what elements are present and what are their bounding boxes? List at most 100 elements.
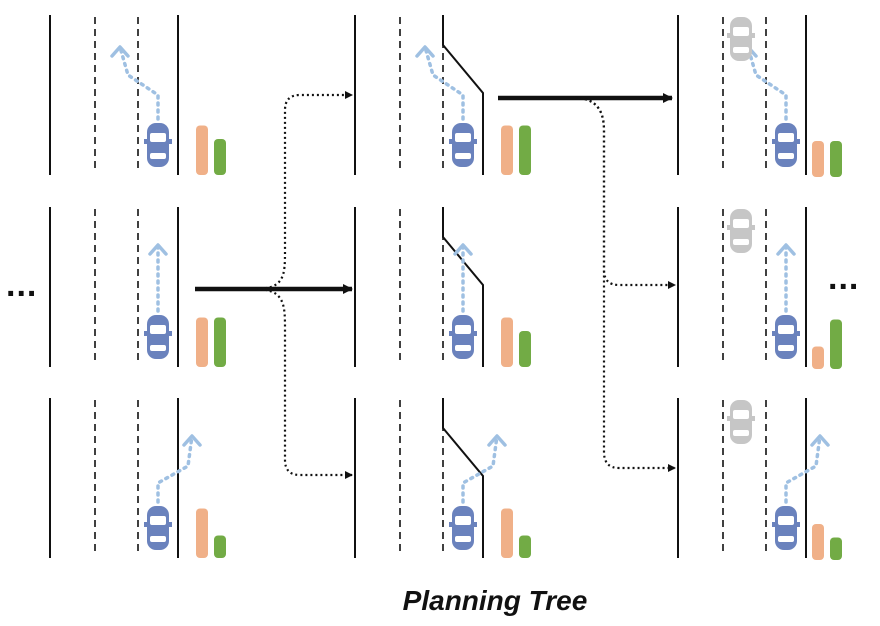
ego-car-mirror-l <box>144 331 147 336</box>
ego-car-mirror-l <box>772 139 775 144</box>
ego-trajectory-arrowhead <box>415 45 435 58</box>
ego-trajectory-arrowhead <box>453 243 473 256</box>
cost-bar-1 <box>812 141 824 177</box>
ego-car-rear-window <box>778 153 794 159</box>
scene-L1-top <box>49 15 226 175</box>
other-car-mirror-l <box>727 225 730 230</box>
ego-car-mirror-l <box>144 522 147 527</box>
scene-L2-top <box>354 15 531 175</box>
ego-car-rear-window <box>150 345 166 351</box>
other-car <box>727 209 755 253</box>
scene-L2-mid <box>354 207 531 367</box>
scene-L2-bottom <box>354 398 531 558</box>
cost-bar-2 <box>519 535 531 558</box>
ego-car-rear-window <box>778 345 794 351</box>
other-car-mirror-r <box>752 33 755 38</box>
other-car-windshield <box>733 410 749 419</box>
ego-trajectory-path <box>423 45 465 121</box>
ego-car-mirror-r <box>797 522 800 527</box>
ego-car-windshield <box>455 133 471 142</box>
ego-trajectory-path <box>156 434 194 504</box>
ego-car-body <box>775 506 797 550</box>
ego-car-body <box>147 315 169 359</box>
ego-car-mirror-l <box>772 522 775 527</box>
ego-car-mirror-l <box>449 331 452 336</box>
ego-car-windshield <box>778 325 794 334</box>
ego-car-rear-window <box>778 536 794 542</box>
ego-car-mirror-l <box>772 331 775 336</box>
cost-bar-2 <box>214 139 226 175</box>
ego-car-body <box>147 123 169 167</box>
other-car-mirror-l <box>727 33 730 38</box>
ego-car <box>772 123 800 167</box>
road-edge-right-merge <box>442 15 484 175</box>
ellipsis-right: ... <box>828 259 860 297</box>
scene-L3-bottom <box>677 398 842 560</box>
ego-car-mirror-r <box>169 331 172 336</box>
cost-bar-2 <box>519 331 531 367</box>
scene-L1-bottom <box>49 398 226 558</box>
ego-car <box>772 315 800 359</box>
other-car <box>727 17 755 61</box>
ego-car-rear-window <box>455 153 471 159</box>
ego-car-windshield <box>150 133 166 142</box>
ego-car-mirror-l <box>449 522 452 527</box>
cost-bar-2 <box>214 535 226 558</box>
other-car <box>727 400 755 444</box>
ego-car <box>772 506 800 550</box>
ego-car-windshield <box>778 133 794 142</box>
ego-car-body <box>147 506 169 550</box>
cost-bar-2 <box>830 319 842 369</box>
ego-car-mirror-r <box>474 139 477 144</box>
ego-car-body <box>452 123 474 167</box>
ego-car-rear-window <box>455 536 471 542</box>
edge-l2top-l3bottom <box>574 96 676 472</box>
scene-L3-mid <box>677 207 842 369</box>
other-car-body <box>730 17 752 61</box>
cost-bar-1 <box>196 508 208 558</box>
ego-car-mirror-r <box>797 331 800 336</box>
other-car-rear-window <box>733 239 749 245</box>
road-edge-right-merge <box>442 398 484 558</box>
ego-car-rear-window <box>150 153 166 159</box>
cost-bar-2 <box>519 125 531 175</box>
ego-car <box>144 315 172 359</box>
ego-car-rear-window <box>150 536 166 542</box>
cost-bar-1 <box>812 524 824 560</box>
cost-bar-1 <box>196 317 208 367</box>
other-car-windshield <box>733 219 749 228</box>
ego-car <box>144 123 172 167</box>
other-car-body <box>730 209 752 253</box>
cost-bar-2 <box>830 537 842 560</box>
ellipsis-left: ... <box>6 266 38 304</box>
ego-car-mirror-r <box>474 522 477 527</box>
edge-l1mid-l2top <box>254 91 353 291</box>
other-car-body <box>730 400 752 444</box>
cost-bar-1 <box>501 125 513 175</box>
ego-car-mirror-r <box>169 139 172 144</box>
ego-car <box>144 506 172 550</box>
cost-bar-1 <box>501 317 513 367</box>
ego-car-mirror-r <box>169 522 172 527</box>
cost-bar-1 <box>501 508 513 558</box>
ego-trajectory-path <box>118 45 160 121</box>
other-car-mirror-r <box>752 416 755 421</box>
edge-l1mid-l2bottom <box>254 287 353 479</box>
ego-car-windshield <box>455 516 471 525</box>
ego-trajectory-arrowhead <box>182 434 202 447</box>
ego-trajectory-arrowhead <box>810 434 830 447</box>
ego-trajectory-path <box>461 434 499 504</box>
ego-car <box>449 506 477 550</box>
scene-L1-mid <box>49 207 226 367</box>
ego-car-windshield <box>150 516 166 525</box>
cost-bar-2 <box>214 317 226 367</box>
other-car-rear-window <box>733 47 749 53</box>
ego-trajectory-arrowhead <box>148 243 168 256</box>
ego-car-mirror-r <box>474 331 477 336</box>
ego-car-rear-window <box>455 345 471 351</box>
ego-car-mirror-r <box>797 139 800 144</box>
scene-L3-top <box>677 15 842 177</box>
ego-car-mirror-l <box>449 139 452 144</box>
